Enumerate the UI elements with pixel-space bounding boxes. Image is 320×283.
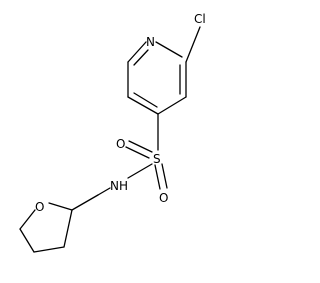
atom-o-ring: O <box>35 200 44 214</box>
bond-s-o-lower-a <box>161 163 168 189</box>
bond-c2thf-o <box>48 202 73 211</box>
bond-s-nh <box>127 163 153 179</box>
atom-o-lower: O <box>159 191 168 205</box>
atom-labels: Cl N S O O NH O <box>35 12 206 214</box>
bond-c5thf-c4thf <box>19 228 35 253</box>
atom-n-ring: N <box>146 35 155 49</box>
atom-nh: NH <box>110 179 128 193</box>
substituent-bonds <box>71 26 201 211</box>
atom-cl: Cl <box>194 12 206 26</box>
bond-c5-c4 <box>157 96 187 115</box>
molecule-canvas: Cl N S O O NH O <box>19 12 206 253</box>
bond-c2-n-inner <box>133 49 149 66</box>
bond-s-o-upper-a <box>128 140 153 153</box>
bond-c4-c3 <box>127 96 159 115</box>
atom-s: S <box>153 152 161 166</box>
bond-s-o-lower-b <box>154 164 161 190</box>
bond-c6-cl <box>185 26 201 63</box>
bond-nh-ch2 <box>97 187 111 196</box>
bond-c4thf-c3thf <box>33 246 65 253</box>
bond-o-c5thf <box>19 209 36 230</box>
pyridine-ring <box>127 41 187 115</box>
thf-ring <box>19 202 73 253</box>
bond-ch2-c2thf <box>71 194 99 211</box>
bond-c4-c3-inner <box>133 92 158 108</box>
structure-diagram: Cl N S O O NH O <box>19 12 206 253</box>
bond-n-c6 <box>155 41 183 58</box>
bond-c2-n <box>127 41 147 63</box>
bond-s-o-upper-b <box>125 146 150 159</box>
bond-c3thf-c2thf <box>63 209 73 248</box>
atom-o-upper: O <box>116 137 125 151</box>
